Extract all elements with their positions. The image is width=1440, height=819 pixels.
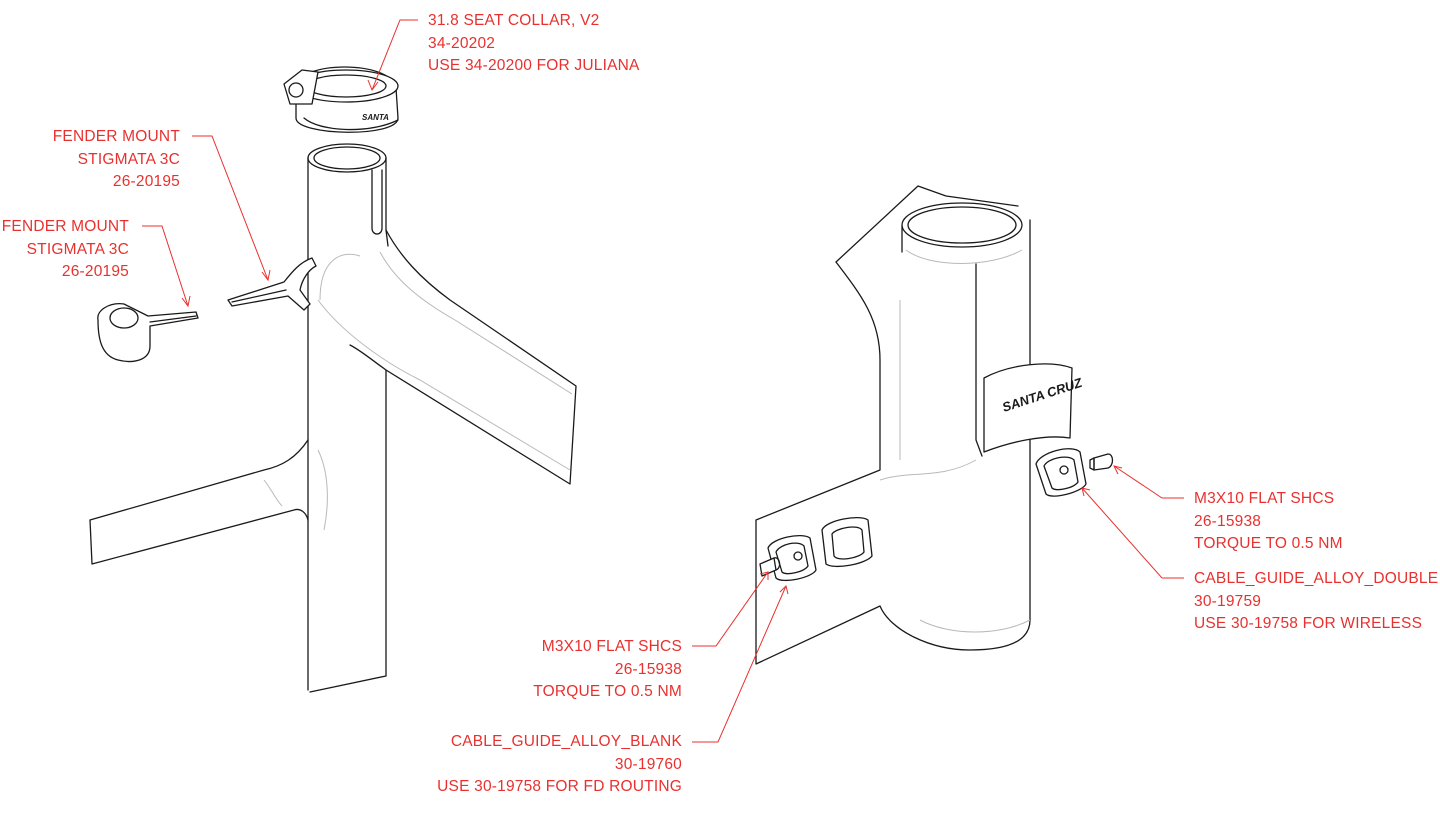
bolt-right	[1089, 453, 1114, 471]
bolt-left-name: M3X10 FLAT SHCS	[541, 638, 682, 655]
fender-mount-upper-name: FENDER MOUNT	[52, 128, 180, 145]
leader-guide-double	[1081, 487, 1184, 579]
seat-collar-note: USE 34-20200 FOR JULIANA	[428, 57, 640, 74]
guide-blank-part-number: 30-19760	[614, 755, 682, 773]
leader-fender-lower	[142, 225, 191, 308]
fender-mount-lower-model: STIGMATA 3C	[26, 240, 129, 258]
cable-guide-double	[1035, 448, 1087, 497]
leader-bolt-left	[692, 571, 769, 647]
seat-collar-part-number: 34-20202	[428, 34, 496, 52]
leader-bolt-right	[1113, 465, 1184, 499]
callout-bolt-right: M3X10 FLAT SHCS 26-15938 TORQUE TO 0.5 N…	[1194, 488, 1343, 556]
leader-seat-collar	[367, 19, 418, 92]
fender-mount-upper	[227, 257, 317, 311]
bolt-left	[759, 557, 781, 577]
callout-fender-mount-upper: FENDER MOUNT STIGMATA 3C 26-20195	[53, 126, 180, 194]
leader-guide-blank	[692, 585, 789, 743]
bolt-left-part-number: 26-15938	[614, 660, 682, 678]
guide-double-part-number: 30-19759	[1194, 592, 1262, 610]
callout-guide-double: CABLE_GUIDE_ALLOY_DOUBLE 30-19759 USE 30…	[1194, 568, 1438, 636]
collar-logo: SANTA	[362, 113, 389, 122]
frame-left	[89, 143, 577, 693]
fender-mount-lower-name: FENDER MOUNT	[1, 218, 129, 235]
bolt-right-name: M3X10 FLAT SHCS	[1194, 490, 1335, 507]
fender-mount-lower-part-number: 26-20195	[61, 263, 129, 280]
chainstay-protector: SANTA CRUZ	[983, 363, 1085, 453]
bolt-right-part-number: 26-15938	[1194, 512, 1262, 530]
cable-guide-blank	[767, 534, 817, 582]
leader-fender-upper	[192, 135, 271, 282]
seat-collar: SANTA	[283, 66, 399, 133]
bolt-right-torque: TORQUE TO 0.5 NM	[1194, 535, 1343, 552]
seat-collar-name: 31.8 SEAT COLLAR, V2	[428, 12, 600, 29]
callout-seat-collar: 31.8 SEAT COLLAR, V2 34-20202 USE 34-202…	[428, 10, 640, 78]
fender-mount-upper-part-number: 26-20195	[112, 173, 180, 190]
guide-blank-name: CABLE_GUIDE_ALLOY_BLANK	[450, 733, 682, 750]
callout-fender-mount-lower: FENDER MOUNT STIGMATA 3C 26-20195	[2, 216, 129, 284]
guide-double-note: USE 30-19758 FOR WIRELESS	[1194, 615, 1423, 632]
fender-mount-upper-model: STIGMATA 3C	[77, 150, 180, 168]
guide-blank-note: USE 30-19758 FOR FD ROUTING	[437, 778, 682, 795]
callout-guide-blank: CABLE_GUIDE_ALLOY_BLANK 30-19760 USE 30-…	[437, 731, 682, 799]
callout-bolt-left: M3X10 FLAT SHCS 26-15938 TORQUE TO 0.5 N…	[533, 636, 682, 704]
cable-guide-installed	[821, 516, 873, 568]
bolt-left-torque: TORQUE TO 0.5 NM	[533, 683, 682, 700]
fender-mount-lower	[97, 303, 199, 363]
guide-double-name: CABLE_GUIDE_ALLOY_DOUBLE	[1194, 570, 1439, 587]
